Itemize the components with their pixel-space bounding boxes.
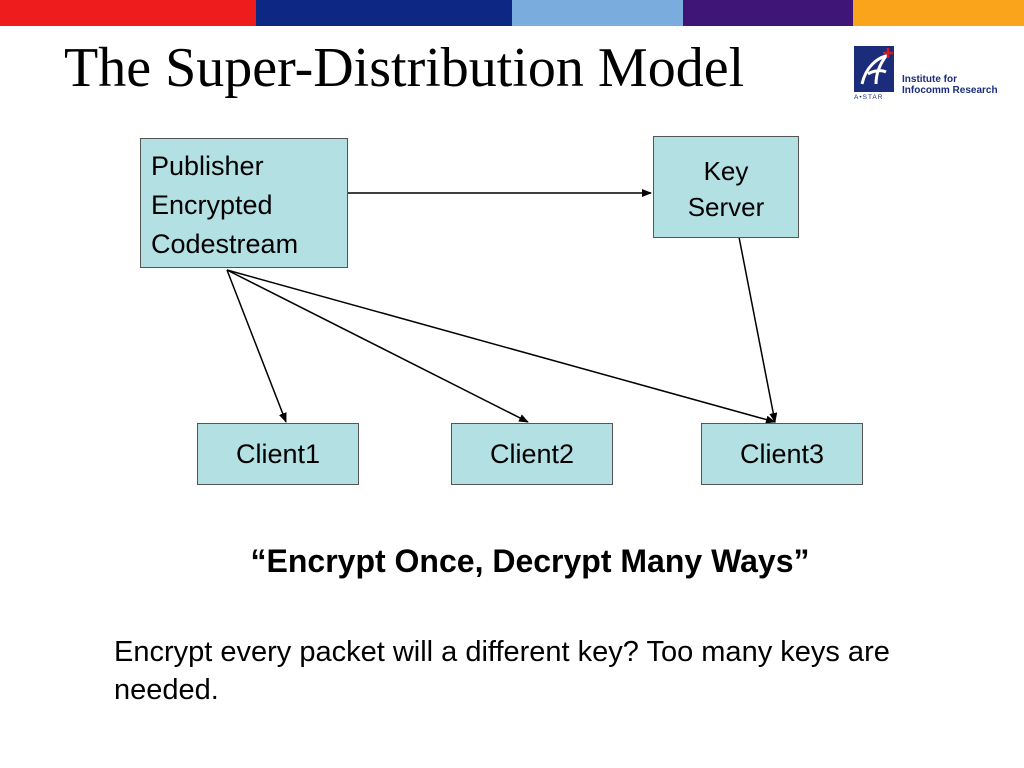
logo-astar: A•STAR	[854, 94, 884, 101]
i2r-logo: Institute for Infocomm Research A•STAR	[852, 44, 1002, 106]
arrow-publisher-to-client1	[226, 269, 287, 423]
logo-line-1: Institute for	[902, 74, 957, 85]
logo-line-2: Infocomm Research	[902, 85, 998, 96]
astar-logo-icon	[854, 46, 894, 92]
logo-text: Institute for Infocomm Research	[902, 74, 998, 96]
stripe-orange	[853, 0, 1024, 26]
publisher-line-2: Encrypted	[151, 190, 273, 220]
stripe-red	[0, 0, 256, 26]
arrow-key-server-client3-bidirectional	[733, 227, 778, 423]
stripe-light-blue	[512, 0, 683, 26]
body-text: Encrypt every packet will a different ke…	[114, 636, 890, 706]
publisher-line-1: Publisher	[151, 151, 264, 181]
stripe-navy	[256, 0, 512, 26]
client1-box: Client1	[197, 423, 359, 485]
client3-box: Client3	[701, 423, 863, 485]
client2-box: Client2	[451, 423, 613, 485]
header-color-stripes	[0, 0, 1024, 26]
arrow-publisher-to-client3	[226, 269, 776, 424]
publisher-line-3: Codestream	[151, 229, 299, 259]
key-server-line-1: Key	[703, 156, 749, 186]
key-server-line-2: Server	[687, 192, 765, 222]
arrow-publisher-to-client2	[226, 269, 529, 423]
slide-title: The Super-Distribution Model	[64, 37, 745, 99]
publisher-box: Publisher Encrypted Codestream	[140, 138, 348, 268]
stripe-purple	[683, 0, 853, 26]
key-server-box: Key Server	[653, 136, 799, 238]
slogan: “Encrypt Once, Decrypt Many Ways”	[250, 543, 810, 579]
